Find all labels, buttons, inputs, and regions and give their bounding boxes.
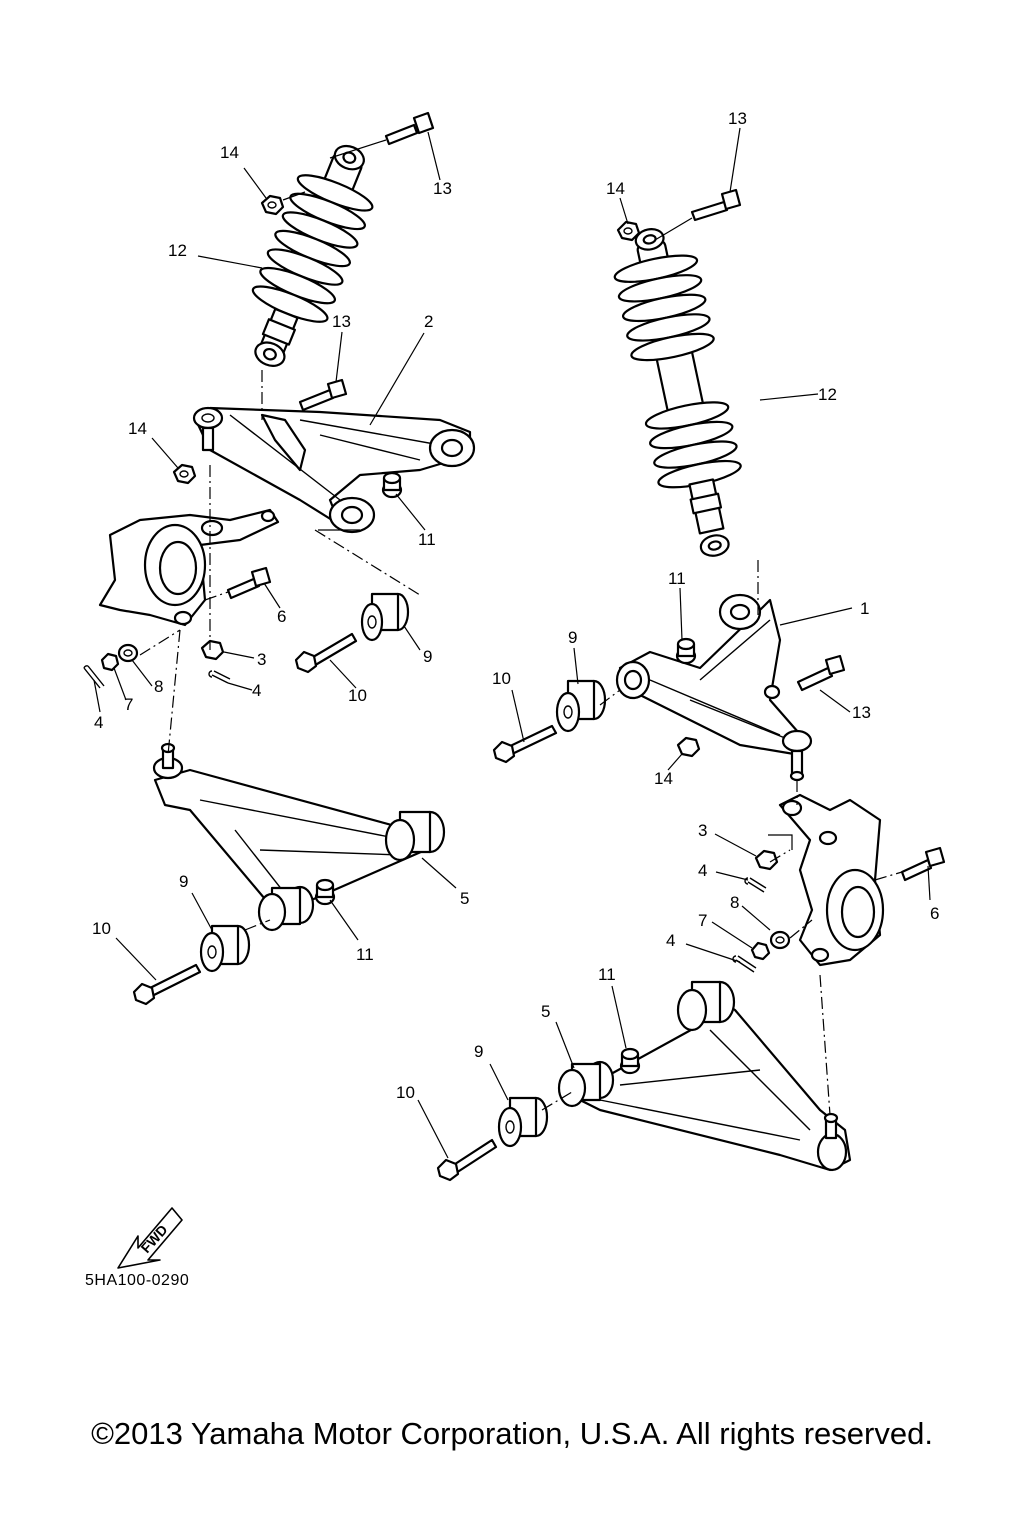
right-upper-arm-bolt xyxy=(796,654,846,692)
callout-4: 4 xyxy=(94,713,103,732)
left-shock-bolt-top xyxy=(329,111,435,159)
right-washer-8 xyxy=(769,930,791,950)
left-cotter-pin-b xyxy=(83,665,105,689)
right-lower-arm xyxy=(557,980,852,1172)
callout-8: 8 xyxy=(154,677,163,696)
right-upper-arm-collar xyxy=(675,637,697,665)
left-upper-arm-collar xyxy=(381,471,403,499)
callout-8: 8 xyxy=(730,893,739,912)
callout-14: 14 xyxy=(654,769,673,788)
left-shock-nut-top xyxy=(260,191,306,216)
right-nut-7 xyxy=(750,941,771,961)
callout-11: 11 xyxy=(418,530,436,549)
callout-14: 14 xyxy=(128,419,147,438)
callout-7: 7 xyxy=(124,695,133,714)
callout-3: 3 xyxy=(698,821,707,840)
callout-9: 9 xyxy=(179,872,188,891)
right-upper-long-bolt xyxy=(492,724,558,764)
left-lower-long-bolt xyxy=(132,963,202,1006)
copyright-notice: ©2013 Yamaha Motor Corporation, U.S.A. A… xyxy=(91,1416,933,1451)
callout-10: 10 xyxy=(396,1083,415,1102)
callout-labels: 14 13 12 13 2 14 11 6 3 9 8 7 4 4 10 5 9… xyxy=(92,109,939,1102)
callout-11: 11 xyxy=(668,569,686,588)
callout-2: 2 xyxy=(424,312,433,331)
right-shock-nut-top xyxy=(616,220,641,242)
callout-11: 11 xyxy=(356,945,374,964)
callout-4: 4 xyxy=(252,681,261,700)
callout-1: 1 xyxy=(860,599,869,618)
callout-5: 5 xyxy=(541,1002,550,1021)
leader-lines xyxy=(93,127,931,1159)
right-lower-arm-collar xyxy=(619,1047,641,1075)
callout-11: 11 xyxy=(598,965,616,984)
callout-12: 12 xyxy=(168,241,187,260)
right-upper-arm-nut xyxy=(676,736,701,758)
callout-6: 6 xyxy=(277,607,286,626)
left-upper-arm-bolt xyxy=(298,378,348,412)
left-lower-bushing xyxy=(199,924,251,973)
left-upper-arm-nut xyxy=(172,463,197,485)
callout-10: 10 xyxy=(92,919,111,938)
callout-14: 14 xyxy=(606,179,625,198)
left-shock-absorber xyxy=(251,144,374,367)
right-shock-bolt-top xyxy=(654,188,742,241)
left-steering-knuckle xyxy=(98,508,280,627)
left-upper-long-bolt xyxy=(294,632,358,674)
right-lower-bushing xyxy=(497,1096,549,1148)
left-lower-arm xyxy=(152,742,446,932)
fwd-arrow-icon: FWD xyxy=(117,1207,183,1269)
left-knuckle-bolt xyxy=(226,566,272,600)
callout-13: 13 xyxy=(728,109,747,128)
callout-9: 9 xyxy=(568,628,577,647)
callout-4: 4 xyxy=(666,931,675,950)
callout-4: 4 xyxy=(698,861,707,880)
callout-5: 5 xyxy=(460,889,469,908)
callout-6: 6 xyxy=(930,904,939,923)
left-castle-nut xyxy=(200,639,225,661)
right-steering-knuckle xyxy=(778,793,885,967)
right-upper-bushing xyxy=(555,679,607,733)
callout-13: 13 xyxy=(852,703,871,722)
callout-12: 12 xyxy=(818,385,837,404)
left-nut-7 xyxy=(100,652,120,672)
right-lower-long-bolt xyxy=(436,1138,498,1182)
right-cotter-pin-b xyxy=(732,955,757,973)
callout-10: 10 xyxy=(492,669,511,688)
right-cotter-pin-a xyxy=(744,877,767,893)
callout-3: 3 xyxy=(257,650,266,669)
left-upper-bushing xyxy=(360,592,410,642)
left-cotter-pin-a xyxy=(208,670,231,684)
right-castle-nut xyxy=(754,849,779,871)
callout-14: 14 xyxy=(220,143,239,162)
right-knuckle-bolt xyxy=(900,846,946,882)
callout-10: 10 xyxy=(348,686,367,705)
left-upper-arm xyxy=(192,406,476,534)
callout-9: 9 xyxy=(423,647,432,666)
callout-7: 7 xyxy=(698,911,707,930)
diagram-reference-code: 5HA100-0290 xyxy=(85,1272,190,1289)
left-washer-8 xyxy=(117,643,139,663)
callout-13: 13 xyxy=(433,179,452,198)
callout-13: 13 xyxy=(332,312,351,331)
right-upper-arm xyxy=(615,593,813,782)
right-shock-absorber xyxy=(613,228,742,557)
left-lower-arm-collar xyxy=(314,878,336,906)
callout-9: 9 xyxy=(474,1042,483,1061)
